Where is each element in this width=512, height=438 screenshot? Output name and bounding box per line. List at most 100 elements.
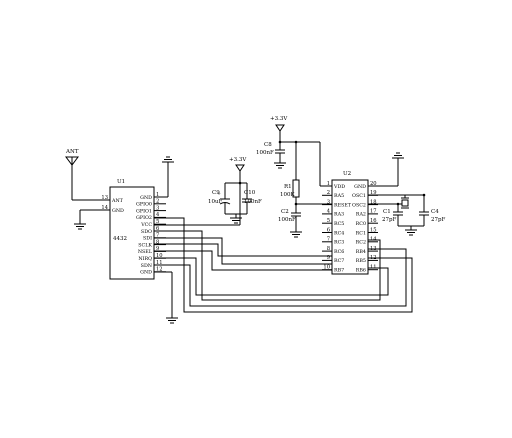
pin-number: 4 <box>327 209 331 215</box>
reset-network: R1 100K C2 100nF <box>278 140 332 238</box>
pin-name: OSC1 <box>352 193 366 199</box>
u2-ref: U2 <box>343 171 351 177</box>
ground-u2-pin20 <box>368 152 404 187</box>
pin-number: 9 <box>327 255 330 261</box>
pin-name: RC5 <box>334 221 344 227</box>
pin-number: 1 <box>156 192 159 198</box>
pin-name: GND <box>112 208 124 214</box>
r1-value: 100K <box>280 192 295 198</box>
pin-number: 2 <box>327 190 330 196</box>
u2-power-decoupling: +3.3V C8 100nF <box>256 116 332 187</box>
pin-name: GND <box>140 270 152 276</box>
pin-number: 11 <box>156 260 163 266</box>
antenna: ANT <box>65 149 92 201</box>
u2-body <box>331 179 369 275</box>
pin-number: 12 <box>156 267 163 273</box>
pin-number: 18 <box>370 199 377 205</box>
pin-number: 20 <box>370 181 377 187</box>
c4-value: 27pF <box>431 217 446 223</box>
c9-plate-bottom <box>219 202 231 205</box>
u2-left-pins: 1VDD2RA53RESET4RA35RC56RC47RC38RC69RC710… <box>322 181 352 274</box>
c1-ref: C1 <box>383 209 391 215</box>
c10-ref: C10 <box>244 190 256 196</box>
antenna-label: ANT <box>65 149 79 155</box>
u1-part: 4432 <box>113 236 127 242</box>
pin-name: RC7 <box>334 258 344 264</box>
pin-name: RB4 <box>356 249 366 255</box>
pin-name: GND <box>140 195 152 201</box>
pin-number: 3 <box>327 199 330 205</box>
pin-name: RC0 <box>356 221 366 227</box>
pin-number: 14 <box>101 205 108 211</box>
interconnect-wires <box>154 217 413 313</box>
pin-number: 1 <box>327 181 330 187</box>
ground-u1-pin12 <box>154 271 178 324</box>
c2-value: 100nF <box>278 217 296 223</box>
power-arrow-icon <box>235 164 245 172</box>
pin-number: 8 <box>327 246 330 252</box>
pin-name: RA3 <box>334 212 344 218</box>
u1-right-pins: 1GND2GPIO03GPIO14GPIO25VCC6SDO7SDI8SCLK9… <box>136 192 166 276</box>
pin-number: 3 <box>156 205 159 211</box>
pin-number: 13 <box>101 195 108 201</box>
u1-supply-label: +3.3V <box>229 157 247 163</box>
c1-value: 27pF <box>382 217 397 223</box>
c9-value: 10uF <box>208 199 223 205</box>
u2-supply-label: +3.3V <box>270 116 288 122</box>
pin-number: 16 <box>370 218 377 224</box>
pin-name: RC2 <box>356 240 366 246</box>
pin-name: SDO <box>141 229 152 235</box>
pin-number: 5 <box>156 219 159 225</box>
pin-name: VCC <box>140 222 152 228</box>
pin-number: 7 <box>156 233 159 239</box>
ground-u1-pin14 <box>74 209 92 230</box>
pin-name: ANT <box>111 198 124 204</box>
pin-number: 7 <box>327 237 330 243</box>
ground-u1-pin1 <box>154 156 174 198</box>
svg-text:+: + <box>217 191 221 197</box>
power-arrow-icon <box>275 124 285 132</box>
pin-name: RB7 <box>334 268 344 274</box>
c4-ref: C4 <box>431 209 439 215</box>
pin-name: GPIO2 <box>136 215 152 221</box>
pin-name: GPIO0 <box>136 202 152 208</box>
pin-number: 2 <box>156 199 159 205</box>
pin-name: RB5 <box>356 258 366 264</box>
pin-number: 19 <box>370 190 377 196</box>
u1-ref: U1 <box>117 179 125 185</box>
pin-number: 5 <box>327 218 330 224</box>
pin-number: 17 <box>370 209 377 215</box>
crystal-icon <box>401 199 409 207</box>
pin-number: 4 <box>156 212 160 218</box>
c8-ref: C8 <box>264 142 272 148</box>
c2-ref: C2 <box>281 209 289 215</box>
pin-name: RC6 <box>334 249 344 255</box>
pin-number: 10 <box>156 253 163 259</box>
pin-number: 9 <box>156 246 159 252</box>
pin-number: 6 <box>156 226 159 232</box>
c8-value: 100nF <box>256 150 274 156</box>
pin-number: 8 <box>156 239 159 245</box>
